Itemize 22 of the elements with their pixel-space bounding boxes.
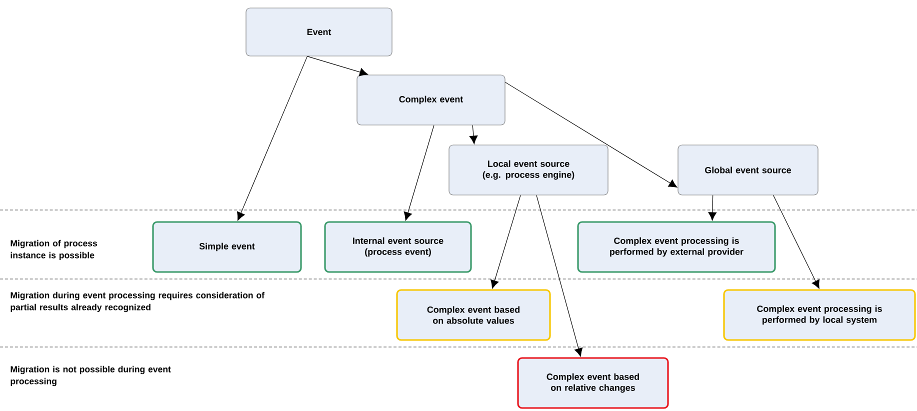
arrow [708, 195, 717, 221]
arrow [490, 195, 521, 289]
arrow [236, 56, 308, 221]
arrow [404, 125, 434, 221]
row-label: Migration during event processing requires consideration of partial results already recognized [10, 292, 264, 312]
row-label: Migration is not possible during event processing [10, 366, 171, 386]
arrow [536, 195, 583, 357]
arrow [306, 56, 368, 76]
event-box: Internal event source (process event) [324, 221, 472, 273]
event-box: Event [246, 8, 392, 56]
event-box: Complex event based on relative changes [517, 357, 669, 409]
event-box: Local event source (e.g. process engine) [448, 144, 608, 196]
event-box: Simple event [152, 221, 302, 273]
event-box: Complex event based on absolute values [396, 289, 551, 341]
event-box: Global event source [678, 144, 818, 196]
arrow [469, 125, 478, 144]
event-box: Complex event [356, 74, 506, 126]
event-box: Complex event processing is performed by external provider [577, 221, 776, 273]
row-label: Migration of process instance is possible [10, 240, 98, 260]
event-box: Complex event processing is performed by local system [723, 289, 916, 341]
arrow [505, 82, 678, 188]
arrow [773, 195, 820, 289]
